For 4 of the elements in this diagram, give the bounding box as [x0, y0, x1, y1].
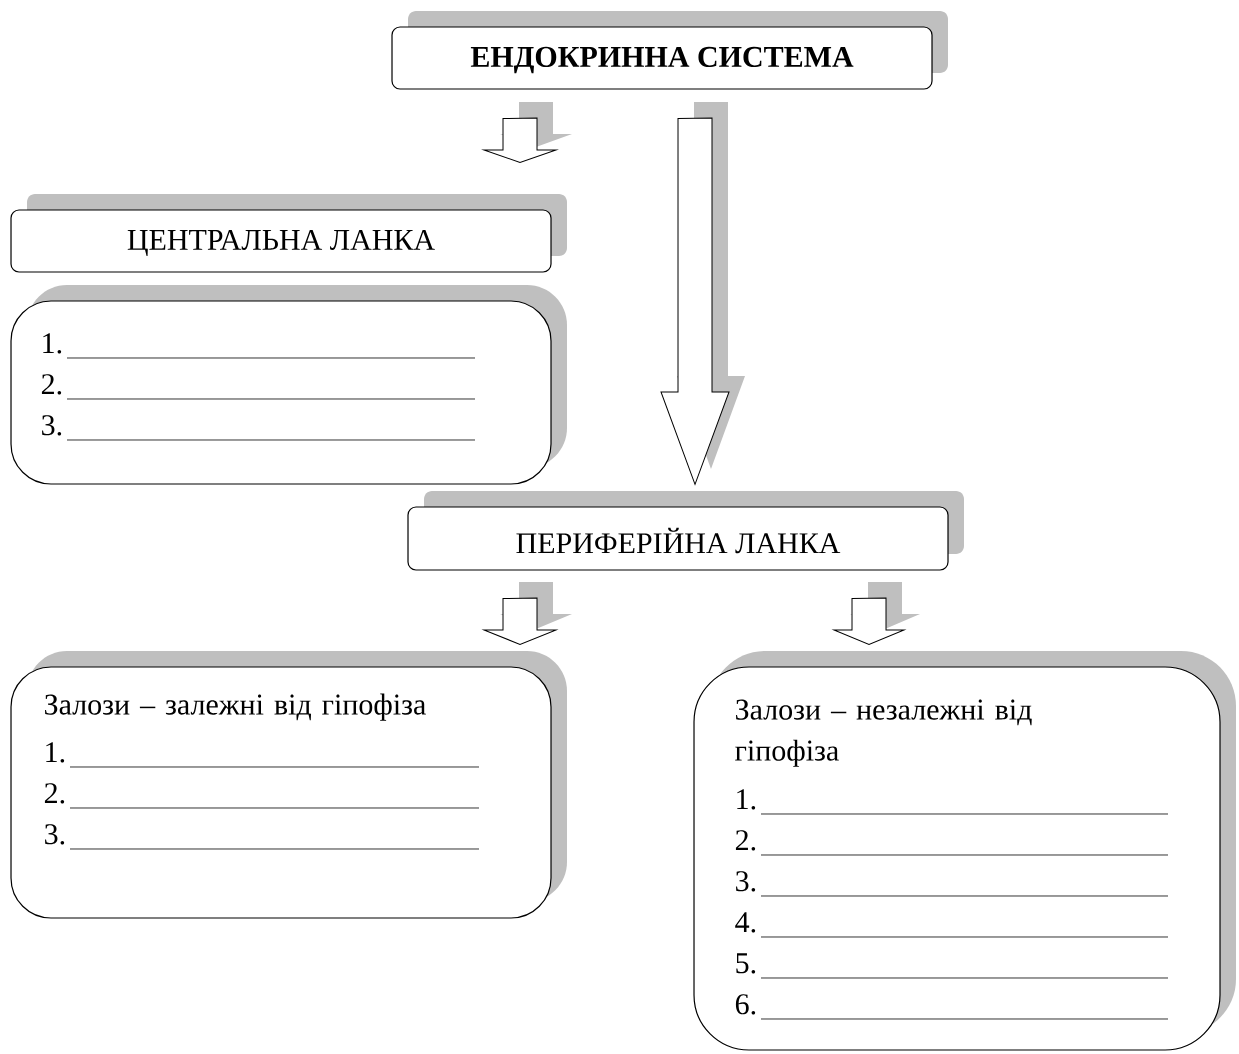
block-arrow: [833, 582, 920, 645]
block-arrow: [660, 102, 745, 485]
block-arrow: [483, 582, 572, 645]
block-arrow: [483, 102, 572, 163]
